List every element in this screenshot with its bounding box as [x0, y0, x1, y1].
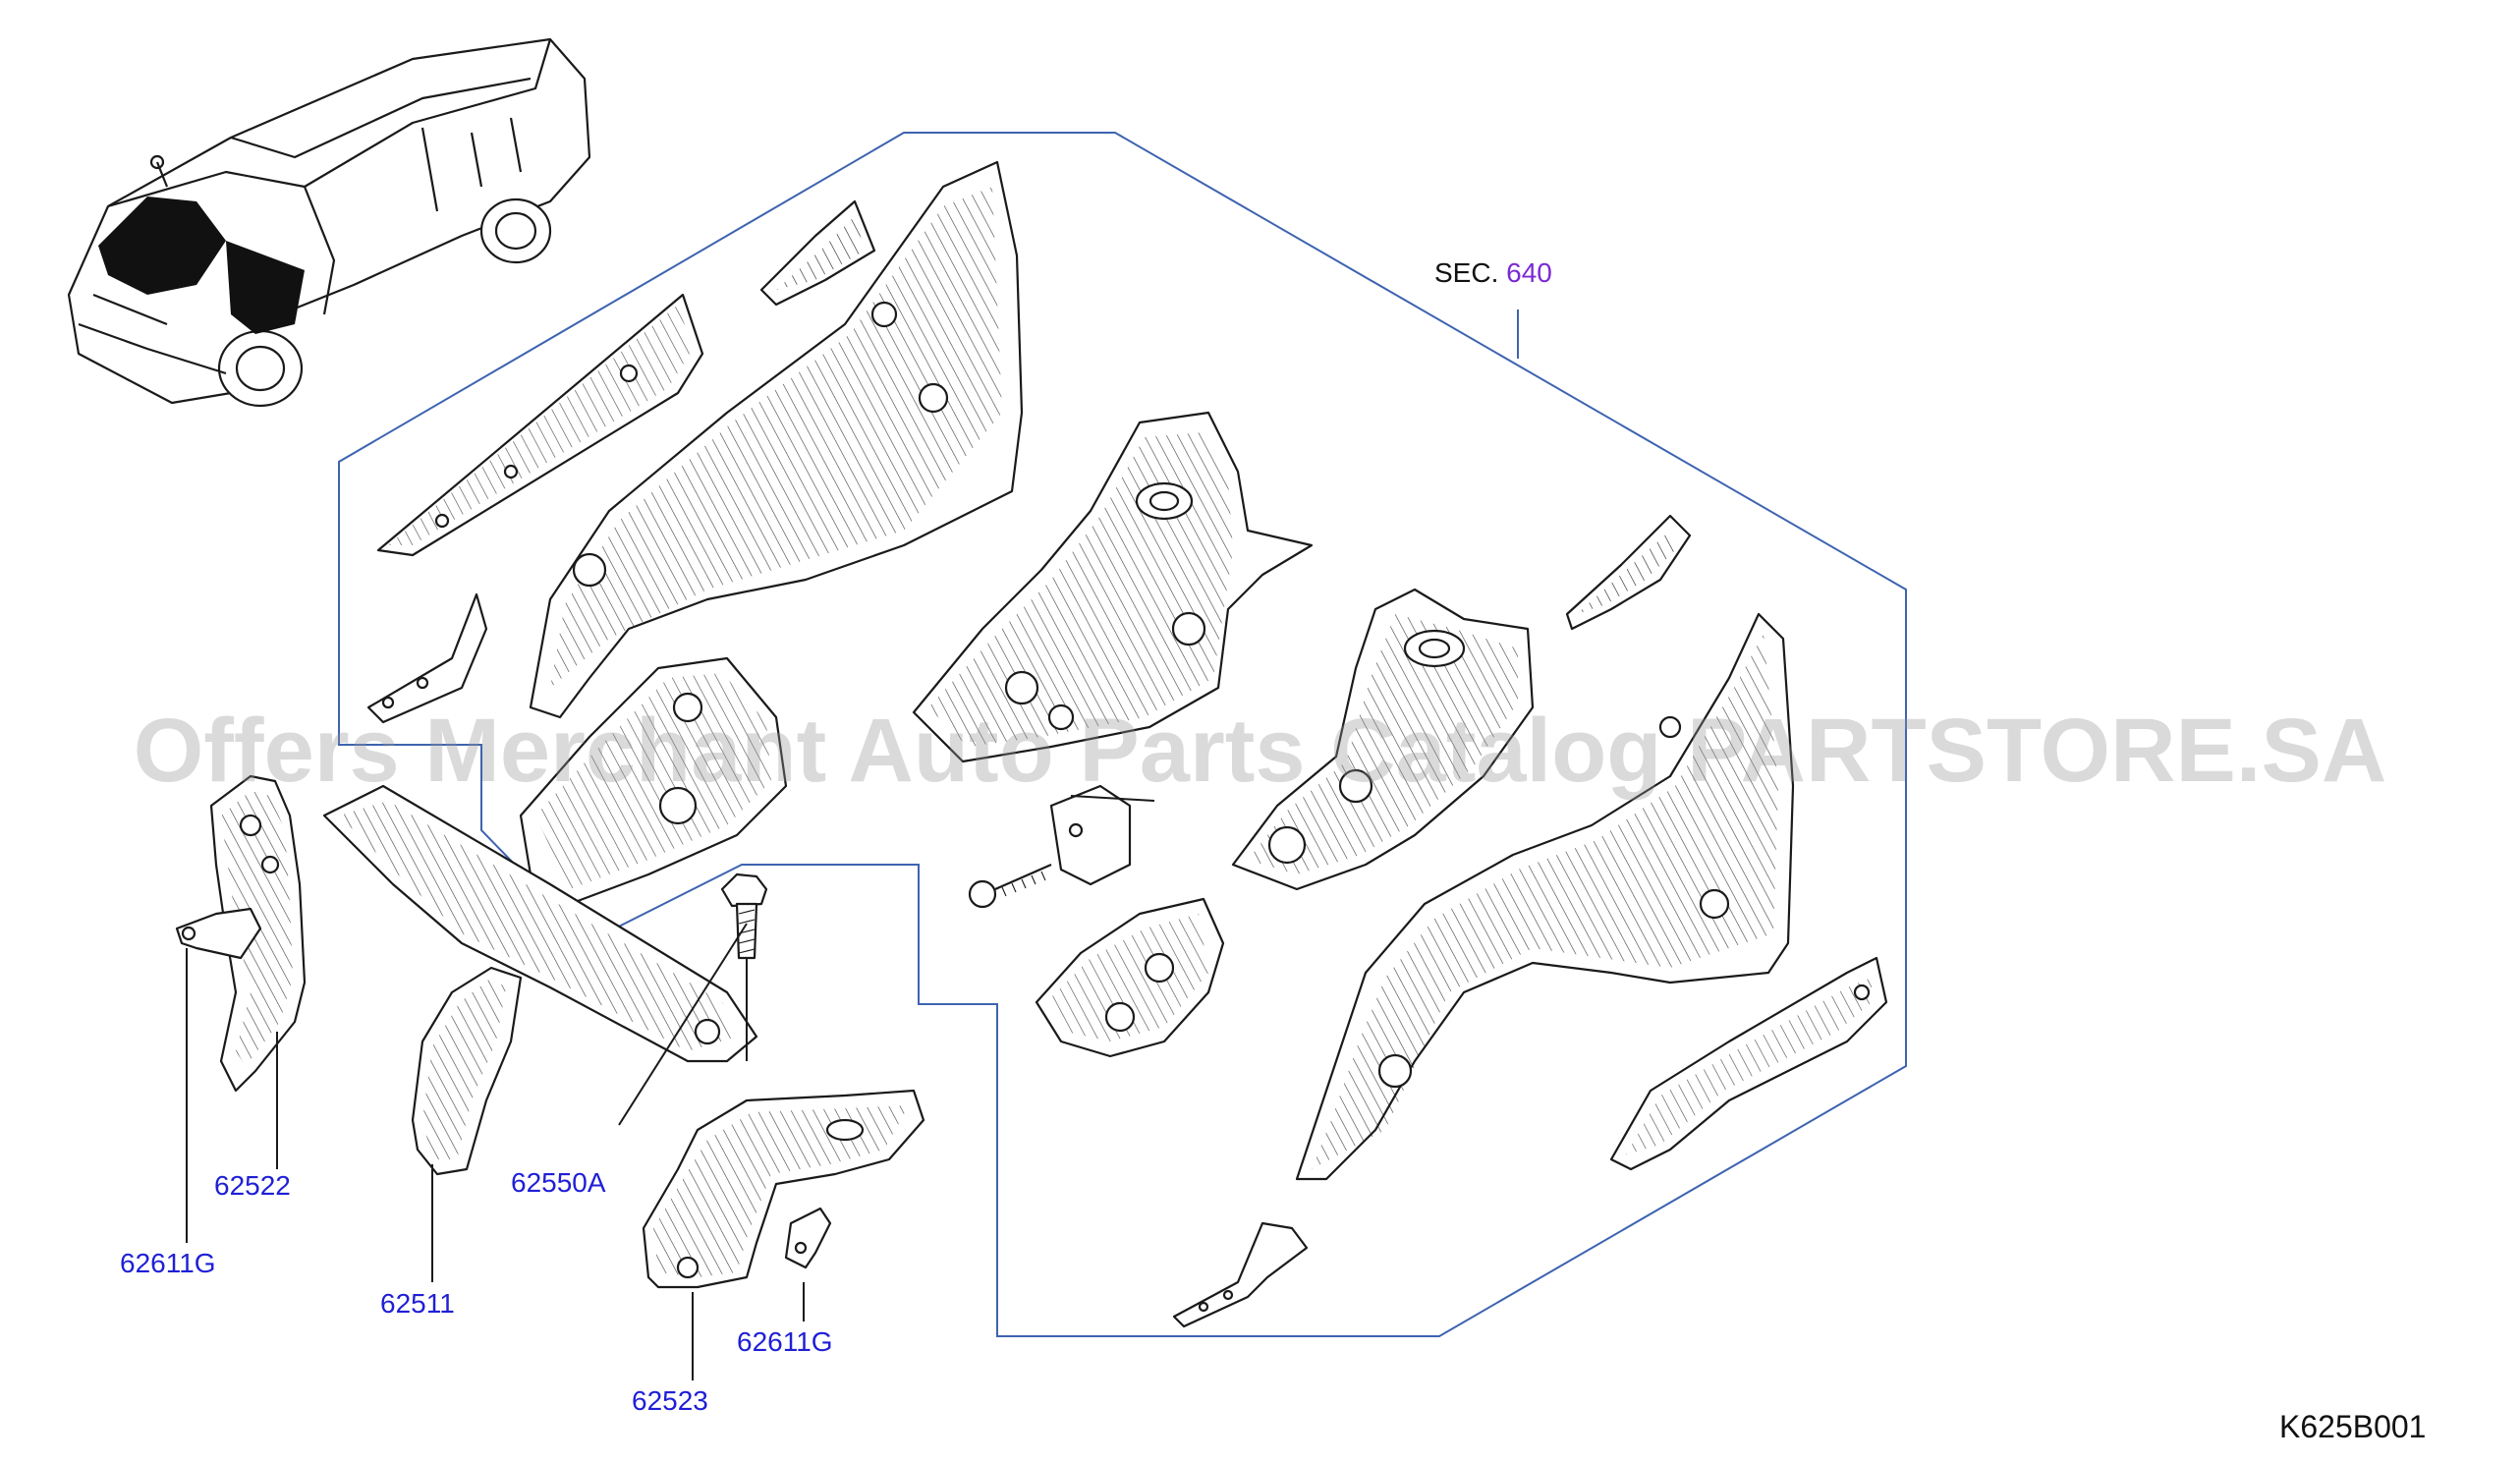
bracket-upper-left: [366, 592, 488, 724]
clip-and-bolt: [968, 784, 1155, 909]
bracket-lower-center: [1035, 897, 1225, 1058]
strut-tower-right: [1231, 588, 1535, 891]
leader-62550a: [618, 923, 748, 1126]
section-prefix: SEC.: [1434, 257, 1499, 288]
section-number[interactable]: 640: [1506, 257, 1552, 288]
part-label-62611g-left[interactable]: 62611G: [120, 1248, 216, 1278]
hoodledge-reinforcement-right: [1609, 956, 1888, 1171]
hoodledge-assembly-right: [1295, 612, 1795, 1181]
bracket-upper-right: [1565, 514, 1692, 631]
part-label-62522[interactable]: 62522: [214, 1170, 291, 1201]
part-62523-shape: [642, 1089, 925, 1289]
part-label-62523[interactable]: 62523: [632, 1385, 708, 1416]
hoodledge-assembly-left: [529, 160, 1024, 719]
bracket-bottom-center: [1172, 1221, 1309, 1328]
vehicle-illustration: [67, 37, 591, 408]
section-640-boundary: [338, 132, 1907, 1337]
hoodledge-reinforcement-left: [376, 293, 704, 557]
part-62611g-left-shape: [175, 907, 262, 960]
diagram-code: K625B001: [2279, 1409, 2427, 1444]
part-label-62611g-right[interactable]: 62611G: [737, 1326, 833, 1357]
part-label-62550a[interactable]: 62550A: [511, 1167, 606, 1198]
part-62550a-shape: [720, 872, 768, 960]
section-reference[interactable]: SEC. 640: [1434, 259, 1552, 287]
part-label-62511[interactable]: 62511: [380, 1288, 455, 1319]
bracket-upper-center: [759, 199, 876, 307]
part-62511-shape: [322, 784, 758, 1176]
strut-tower-center: [912, 411, 1314, 763]
part-62611g-right-shape: [784, 1207, 832, 1269]
strut-housing-lower-left: [519, 656, 788, 906]
